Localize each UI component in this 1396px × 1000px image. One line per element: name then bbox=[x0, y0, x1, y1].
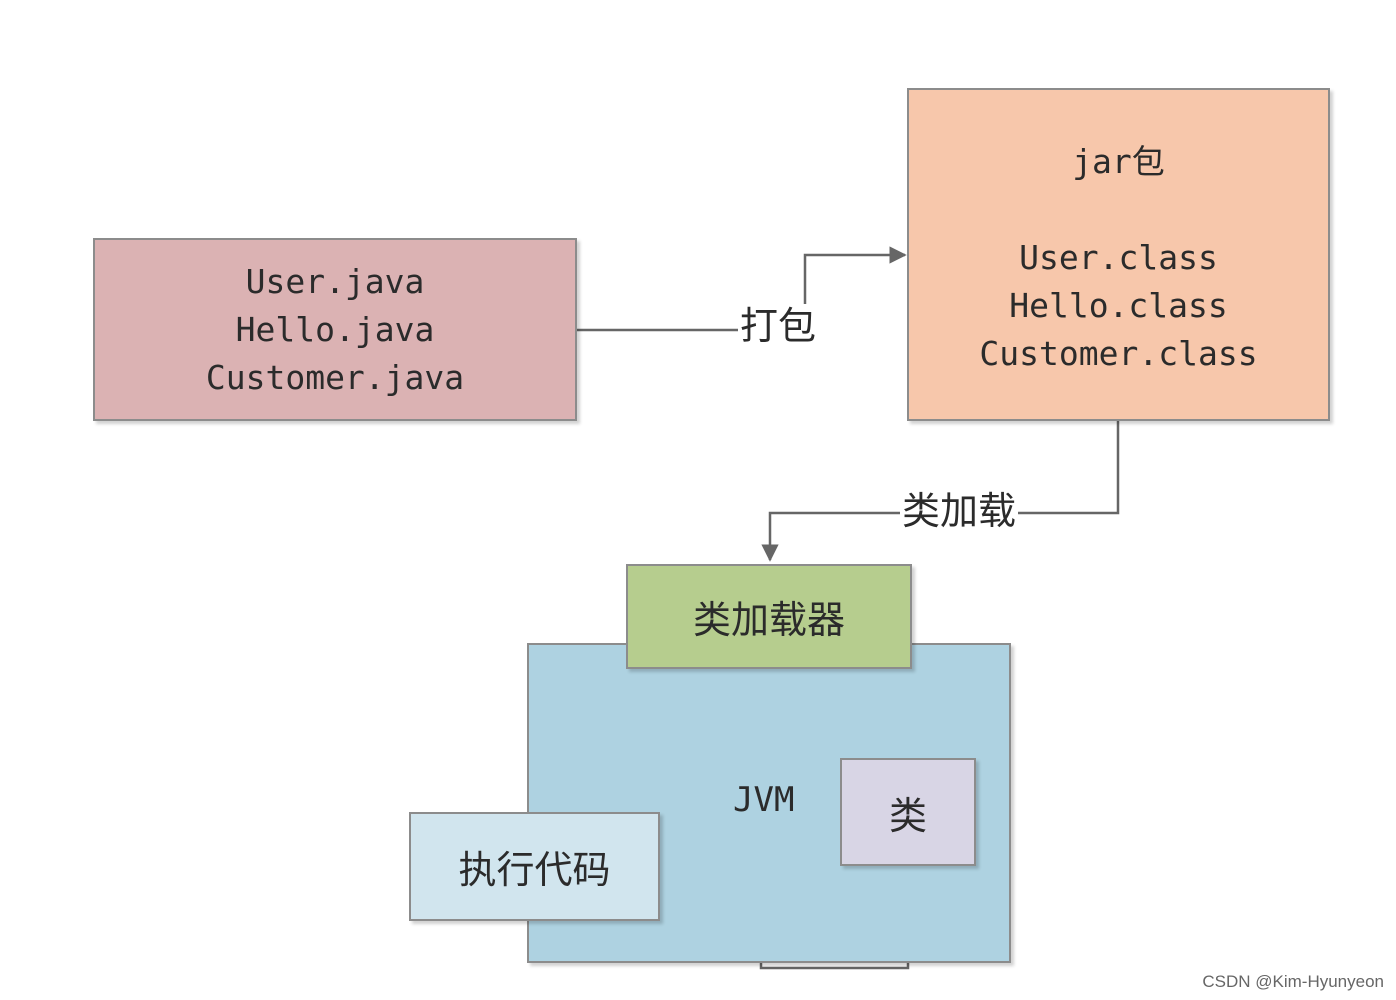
source-file-user: User.java bbox=[245, 261, 425, 301]
jvm-label: JVM bbox=[733, 780, 795, 820]
class-load-edge-label: 类加载 bbox=[900, 489, 1019, 533]
source-file-customer: Customer.java bbox=[205, 357, 465, 397]
jar-title: jar包 bbox=[1072, 142, 1165, 181]
class-loader-box: 类加载器 bbox=[626, 564, 912, 669]
class-loader-label: 类加载器 bbox=[692, 598, 845, 642]
class-file-user: User.class bbox=[1019, 238, 1218, 277]
class-label: 类 bbox=[888, 793, 927, 838]
class-file-customer: Customer.class bbox=[979, 334, 1258, 373]
execute-code-label: 执行代码 bbox=[458, 848, 611, 892]
jar-package-box: jar包 User.class Hello.class Customer.cla… bbox=[907, 88, 1330, 421]
class-file-hello: Hello.class bbox=[1009, 286, 1228, 325]
package-edge-label: 打包 bbox=[738, 304, 819, 348]
java-source-box: User.java Hello.java Customer.java bbox=[93, 238, 577, 421]
package-arrow bbox=[577, 246, 907, 332]
class-box: 类 bbox=[840, 758, 976, 866]
watermark: CSDN @Kim-Hyunyeon bbox=[1202, 972, 1384, 991]
source-file-hello: Hello.java bbox=[235, 309, 435, 349]
execute-code-box: 执行代码 bbox=[409, 812, 660, 921]
